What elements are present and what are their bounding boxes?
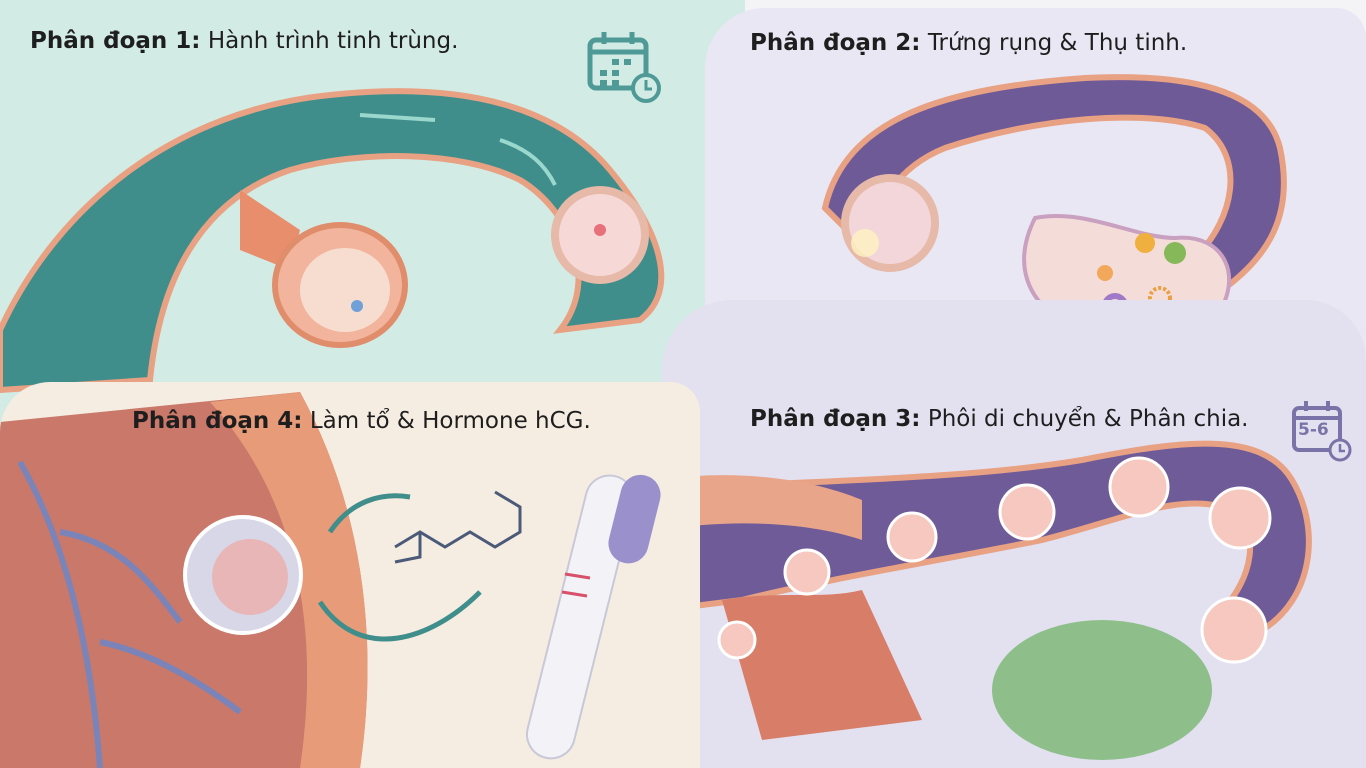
- panel-4-title: Phân đoạn 4: Làm tổ & Hormone hCG.: [132, 408, 591, 434]
- embryo-transport-illustration: [662, 440, 1312, 760]
- calendar-clock-icon: [587, 32, 661, 103]
- panel-1-title: Phân đoạn 1: Hành trình tinh trùng.: [30, 28, 459, 54]
- panel-3-title: Phân đoạn 3: Phôi di chuyển & Phân chia.: [750, 406, 1249, 432]
- calendar-days-label: 5-6: [1298, 420, 1329, 440]
- panel-sperm-journey: Phân đoạn 1: Hành trình tinh trùng.: [0, 0, 745, 440]
- panel-implantation-hcg: Phân đoạn 4: Làm tổ & Hormone hCG.: [0, 382, 700, 768]
- panel-2-title: Phân đoạn 2: Trứng rụng & Thụ tinh.: [750, 30, 1188, 56]
- implantation-illustration: [0, 392, 661, 768]
- fallopian-tube-illustration: [0, 88, 665, 394]
- panel-embryo-division: Phân đoạn 3: Phôi di chuyển & Phân chia.…: [662, 300, 1366, 768]
- calendar-5-6-days-icon: 5-6: [1290, 398, 1352, 462]
